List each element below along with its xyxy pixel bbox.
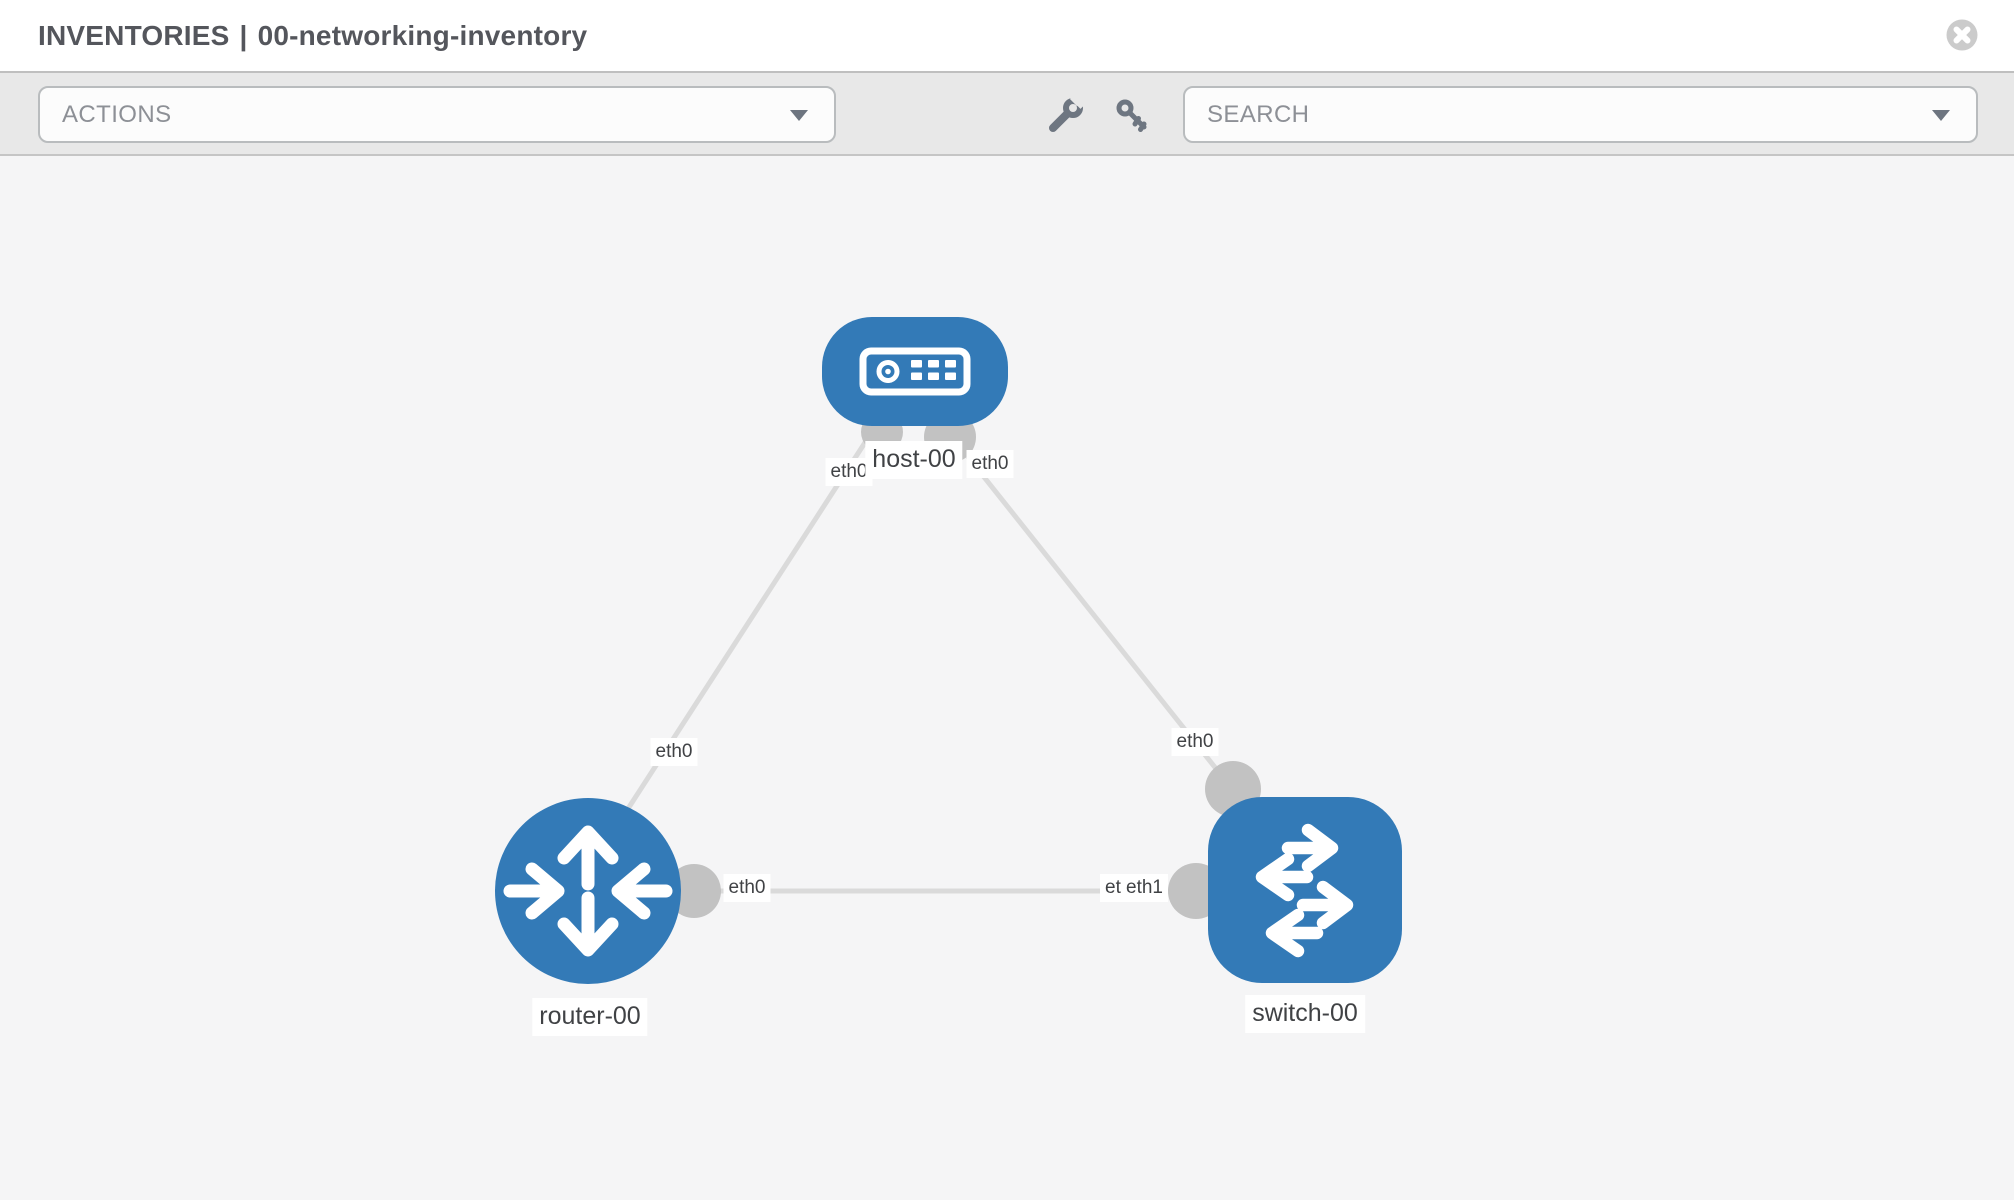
- router-icon: [503, 825, 673, 957]
- breadcrumb-separator: |: [239, 19, 248, 51]
- iface-label-switch-left-front: eth1: [1121, 874, 1168, 902]
- router-node-shape[interactable]: [495, 798, 681, 984]
- switch-icon: [1255, 823, 1354, 958]
- credentials-button[interactable]: [1114, 97, 1152, 135]
- node-switch-00[interactable]: [1208, 797, 1402, 983]
- iface-label-host-left: eth0: [825, 458, 873, 486]
- node-label-switch: switch-00: [1245, 995, 1365, 1033]
- node-router-00[interactable]: [495, 798, 681, 984]
- toolbar: ACTIONS SEARCH: [0, 71, 2014, 156]
- switch-node-shape[interactable]: [1208, 797, 1402, 983]
- chevron-down-icon: [1932, 109, 1950, 121]
- host-node-shape[interactable]: [822, 317, 1008, 426]
- topology-graph[interactable]: [0, 156, 2014, 1200]
- actions-dropdown-label: ACTIONS: [62, 100, 172, 128]
- actions-dropdown[interactable]: ACTIONS: [38, 86, 836, 143]
- chevron-down-icon: [790, 109, 808, 121]
- topology-canvas[interactable]: eth0 eth0 eth0 eth0 eth0 eth0 eth1 host-…: [0, 156, 2014, 1200]
- configure-button[interactable]: [1046, 91, 1087, 135]
- iface-label-router-right: eth0: [723, 874, 771, 902]
- iface-label-host-switch: eth0: [1171, 728, 1219, 756]
- breadcrumb-section: INVENTORIES: [38, 19, 230, 51]
- node-label-host: host-00: [865, 441, 963, 479]
- page-header: INVENTORIES | 00-networking-inventory: [0, 0, 2014, 71]
- key-icon: [1116, 99, 1147, 132]
- node-label-router: router-00: [532, 998, 648, 1036]
- search-dropdown[interactable]: SEARCH: [1183, 86, 1978, 143]
- close-button[interactable]: [1946, 19, 1978, 51]
- node-host-00[interactable]: [822, 317, 1008, 426]
- search-dropdown-label: SEARCH: [1207, 100, 1310, 128]
- host-icon: [859, 347, 971, 396]
- port-router-right: [667, 864, 721, 918]
- wrench-icon: [1049, 91, 1087, 132]
- iface-label-host-right: eth0: [966, 450, 1014, 478]
- breadcrumb-item: 00-networking-inventory: [257, 19, 588, 51]
- page-title: INVENTORIES | 00-networking-inventory: [38, 20, 587, 52]
- close-icon: [1946, 19, 1978, 51]
- iface-label-host-router: eth0: [650, 738, 698, 766]
